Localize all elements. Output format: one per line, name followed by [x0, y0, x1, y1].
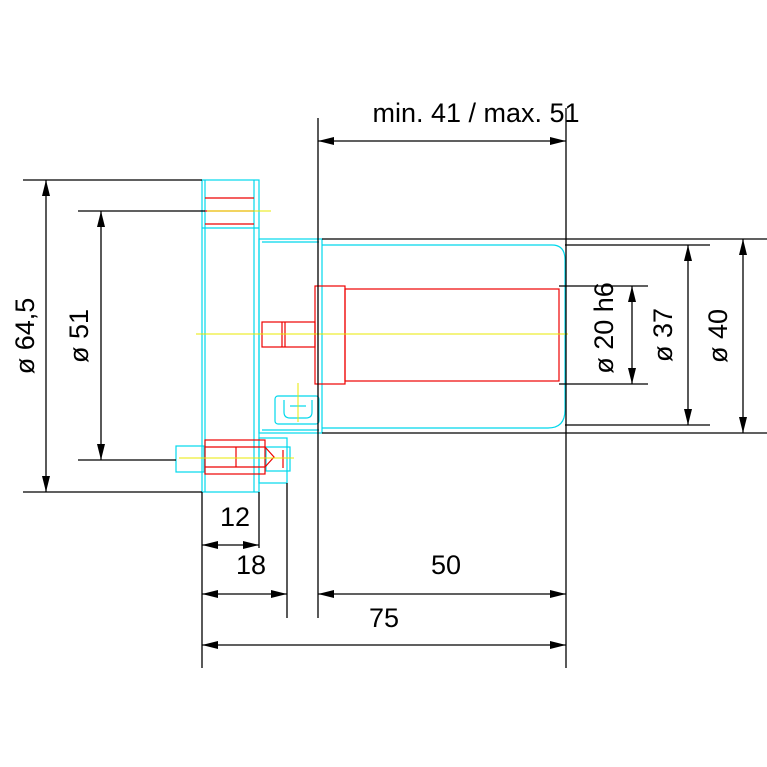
- dim-len-50: 50: [318, 550, 566, 598]
- dimensions: min. 41 / max. 51 ø 64,5 ø 51: [10, 98, 767, 668]
- dim-text-len-18: 18: [236, 550, 266, 580]
- flange-plate: [201, 179, 260, 493]
- dim-bolt-circle: ø 51: [64, 210, 205, 461]
- dim-body-diameter: ø 40: [322, 238, 767, 434]
- dim-text-bolt-circle: ø 51: [64, 309, 94, 363]
- dim-text-shaft-diameter: ø 20 h6: [589, 282, 619, 374]
- dim-text-body-diameter: ø 40: [703, 309, 733, 363]
- dim-text-flange-diameter: ø 64,5: [10, 298, 40, 375]
- clamp-detail: [274, 395, 320, 425]
- housing-contour: [175, 179, 566, 493]
- neck: [258, 238, 323, 434]
- piston: [314, 285, 346, 385]
- dim-text-stroke-range: min. 41 / max. 51: [372, 98, 579, 128]
- dim-len-75: 75: [202, 603, 566, 649]
- lower-boss: [258, 437, 288, 484]
- dim-shaft-diameter: ø 20 h6: [559, 282, 648, 385]
- dim-text-rod-diameter: ø 37: [648, 308, 678, 362]
- dim-flange-diameter: ø 64,5: [10, 179, 202, 493]
- dim-text-len-12: 12: [220, 502, 250, 532]
- dim-stroke-range: min. 41 / max. 51: [317, 98, 580, 668]
- screw-head-outline: [175, 445, 205, 473]
- body-cylinder: [322, 244, 566, 429]
- dim-len-18: 18: [202, 483, 288, 618]
- dim-len-12: 12: [201, 492, 260, 668]
- dim-rod-diameter: ø 37: [565, 244, 710, 426]
- centerlines: [179, 210, 568, 459]
- dim-text-len-50: 50: [431, 550, 461, 580]
- screw: [204, 439, 266, 475]
- rod: [344, 288, 560, 382]
- dim-text-len-75: 75: [369, 603, 399, 633]
